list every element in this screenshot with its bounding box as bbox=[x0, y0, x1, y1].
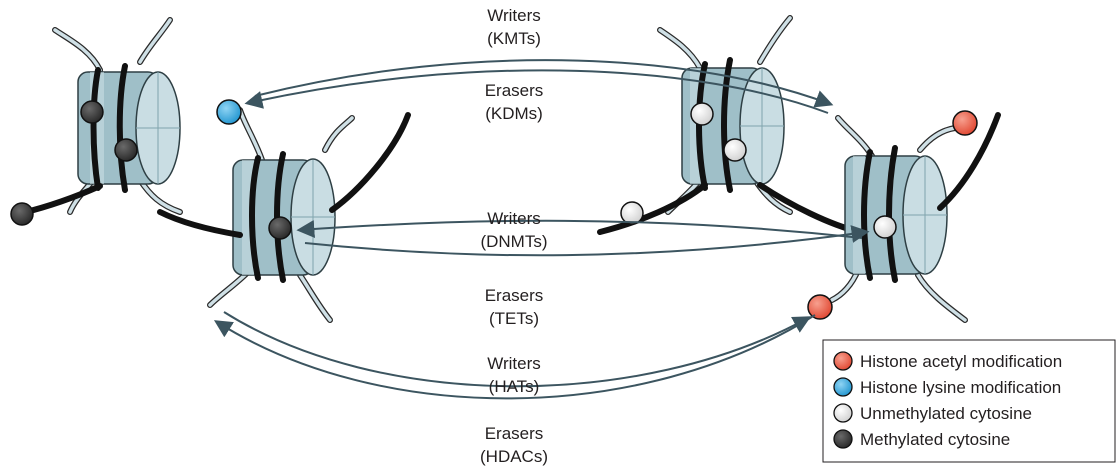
unmethylated-cytosine-marker bbox=[874, 216, 896, 238]
methylated-cytosine-marker bbox=[81, 101, 103, 123]
label-hdacs-name: (HDACs) bbox=[480, 447, 548, 466]
legend-label-methylated: Methylated cytosine bbox=[860, 430, 1010, 449]
label-tets-name: (TETs) bbox=[489, 309, 539, 328]
label-tets-role: Erasers bbox=[485, 286, 544, 305]
methylated-cytosine-marker bbox=[11, 203, 33, 225]
label-kdms-role: Erasers bbox=[485, 81, 544, 100]
nucleosome-unmethylated-top-right bbox=[600, 18, 860, 232]
label-kdms-name: (KDMs) bbox=[485, 104, 543, 123]
label-hats-role: Writers bbox=[487, 354, 541, 373]
label-hats-name: (HATs) bbox=[489, 377, 540, 396]
legend-label-lysine: Histone lysine modification bbox=[860, 378, 1061, 397]
label-kmts-role: Writers bbox=[487, 6, 541, 25]
arrow-tets-erasers bbox=[305, 232, 866, 255]
histone-acetyl-marker bbox=[808, 295, 832, 319]
label-dnmts-role: Writers bbox=[487, 209, 541, 228]
histone-lysine-marker bbox=[217, 100, 241, 124]
legend: Histone acetyl modification Histone lysi… bbox=[823, 340, 1115, 462]
legend-label-acetyl: Histone acetyl modification bbox=[860, 352, 1062, 371]
legend-swatch-acetyl bbox=[834, 352, 852, 370]
methylated-cytosine-marker bbox=[115, 139, 137, 161]
unmethylated-cytosine-marker bbox=[621, 202, 643, 224]
label-kmts-name: (KMTs) bbox=[487, 29, 541, 48]
nucleosome-unmethylated-right bbox=[832, 115, 998, 320]
histone-acetyl-marker bbox=[953, 111, 977, 135]
label-hdacs-role: Erasers bbox=[485, 424, 544, 443]
methylated-cytosine-marker bbox=[269, 217, 291, 239]
unmethylated-cytosine-marker bbox=[724, 139, 746, 161]
label-dnmts-name: (DNMTs) bbox=[480, 232, 547, 251]
nucleosome-methylated-center-left bbox=[160, 110, 408, 320]
unmethylated-cytosine-marker bbox=[691, 103, 713, 125]
arrow-dnmts-writers bbox=[300, 221, 862, 238]
legend-label-unmethylated: Unmethylated cytosine bbox=[860, 404, 1032, 423]
legend-swatch-methylated bbox=[834, 430, 852, 448]
legend-swatch-unmethylated bbox=[834, 404, 852, 422]
legend-swatch-lysine bbox=[834, 378, 852, 396]
